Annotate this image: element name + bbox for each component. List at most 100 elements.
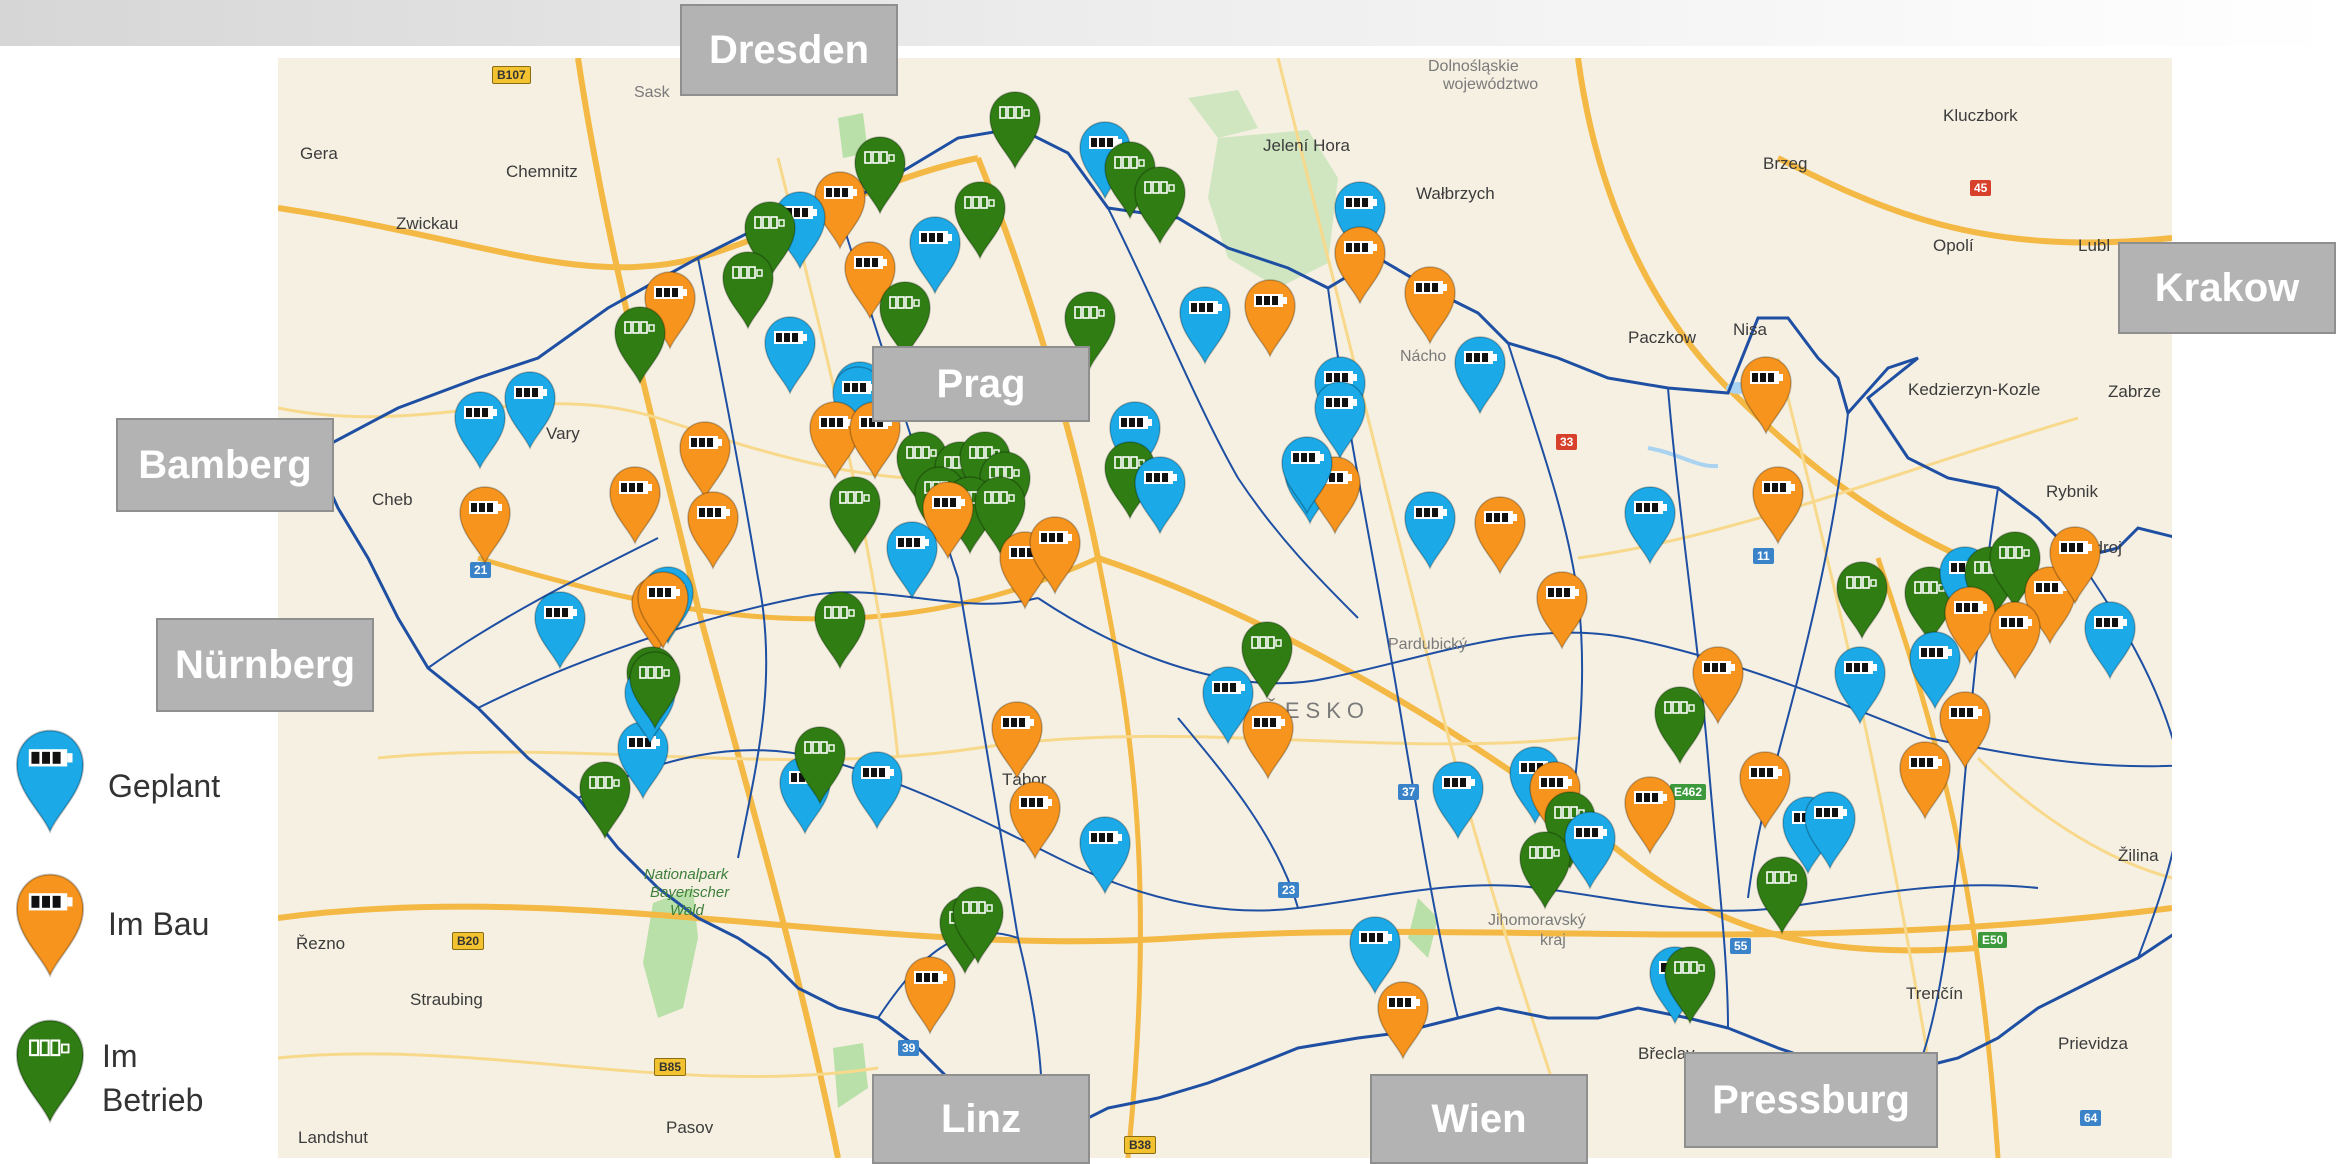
planned-site-marker[interactable] (1177, 285, 1233, 365)
map-label-pardubicky: Pardubický (1388, 636, 1468, 653)
planned-site-marker[interactable] (907, 215, 963, 295)
planned-site-marker[interactable] (532, 590, 588, 670)
planned-site-marker[interactable] (502, 370, 558, 450)
planned-site-marker[interactable] (1402, 490, 1458, 570)
planned-site-marker[interactable] (1332, 180, 1388, 260)
planned-site-marker[interactable] (849, 750, 905, 830)
planned-site-marker[interactable] (1279, 435, 1335, 515)
map-label-zabrze: Zabrze (2108, 382, 2161, 401)
operating-site-marker[interactable] (852, 135, 908, 215)
operating-site-marker[interactable] (950, 885, 1006, 965)
construction-site-marker[interactable] (1897, 740, 1953, 820)
construction-site-marker[interactable] (1402, 265, 1458, 345)
construction-site-marker[interactable] (1240, 700, 1296, 780)
planned-site-marker[interactable] (1077, 120, 1133, 200)
construction-site-marker[interactable] (677, 420, 733, 500)
operating-site-marker[interactable] (577, 760, 633, 840)
planned-site-marker[interactable] (830, 365, 886, 445)
map-label-kluczbork: Kluczbork (1943, 106, 2018, 125)
operating-site-marker[interactable] (987, 90, 1043, 170)
construction-site-marker[interactable] (1937, 690, 1993, 770)
road-badge-b85: B85 (654, 1058, 687, 1076)
city-box-bamberg[interactable]: Bamberg (116, 418, 334, 512)
planned-site-marker[interactable] (1312, 380, 1368, 460)
construction-site-marker[interactable] (1737, 750, 1793, 830)
construction-site-marker[interactable] (635, 570, 691, 650)
operating-site-marker[interactable] (972, 475, 1028, 555)
operating-site-marker[interactable] (1132, 165, 1188, 245)
construction-site-marker[interactable] (1242, 278, 1298, 358)
planned-site-marker[interactable] (1200, 665, 1256, 745)
construction-site-marker[interactable] (1987, 600, 2043, 680)
construction-site-marker[interactable] (1750, 465, 1806, 545)
legend-operating-icon (12, 1018, 88, 1124)
city-box-nuernberg[interactable]: Nürnberg (156, 618, 374, 712)
operating-site-marker[interactable] (612, 305, 668, 385)
construction-site-marker[interactable] (920, 480, 976, 560)
legend-construction-icon (12, 872, 88, 978)
construction-site-marker[interactable] (1738, 355, 1794, 435)
planned-site-marker[interactable] (884, 520, 940, 600)
construction-site-marker[interactable] (1690, 645, 1746, 725)
construction-site-marker[interactable] (1622, 775, 1678, 855)
operating-site-marker[interactable] (1239, 620, 1295, 700)
city-box-krakow[interactable]: Krakow (2118, 242, 2336, 334)
operating-site-marker[interactable] (627, 650, 683, 730)
construction-site-marker[interactable] (989, 700, 1045, 780)
construction-site-marker[interactable] (842, 240, 898, 320)
map-label-wald: Wald (670, 902, 704, 919)
construction-site-marker[interactable] (1007, 780, 1063, 860)
map-label-chemnitz: Chemnitz (506, 162, 578, 181)
planned-site-marker[interactable] (1907, 630, 1963, 710)
planned-site-marker[interactable] (1452, 335, 1508, 415)
city-box-pressburg[interactable]: Pressburg (1684, 1052, 1938, 1148)
planned-site-marker[interactable] (452, 390, 508, 470)
construction-site-marker[interactable] (457, 485, 513, 565)
planned-site-marker[interactable] (1622, 485, 1678, 565)
construction-site-marker[interactable] (607, 465, 663, 545)
map-label-walbrzych: Wałbrzych (1416, 184, 1495, 203)
road-badge-b38: B38 (1124, 1136, 1157, 1154)
operating-site-marker[interactable] (742, 200, 798, 280)
operating-site-marker[interactable] (1834, 560, 1890, 640)
planned-site-marker[interactable] (762, 315, 818, 395)
construction-site-marker[interactable] (1027, 515, 1083, 595)
construction-site-marker[interactable] (812, 170, 868, 250)
road-badge-e50: E50 (1978, 932, 2008, 948)
city-box-linz[interactable]: Linz (872, 1074, 1090, 1164)
operating-site-marker[interactable] (1754, 855, 1810, 935)
construction-site-marker[interactable] (1534, 570, 1590, 650)
operating-site-marker[interactable] (812, 590, 868, 670)
operating-site-marker[interactable] (877, 280, 933, 360)
city-box-wien[interactable]: Wien (1370, 1074, 1588, 1164)
operating-site-marker[interactable] (720, 250, 776, 330)
construction-site-marker[interactable] (1472, 495, 1528, 575)
planned-site-marker[interactable] (2082, 600, 2138, 680)
header-bar (0, 0, 2340, 46)
construction-site-marker[interactable] (642, 270, 698, 350)
construction-site-marker[interactable] (1332, 225, 1388, 305)
operating-site-marker[interactable] (1517, 830, 1573, 910)
planned-site-marker[interactable] (1107, 400, 1163, 480)
map-canvas[interactable]: Gera Chemnitz Zwickau Sask Jelení Hora W… (278, 58, 2172, 1158)
planned-site-marker[interactable] (1077, 815, 1133, 895)
planned-site-marker[interactable] (1347, 915, 1403, 995)
city-box-dresden[interactable]: Dresden (680, 4, 898, 96)
operating-site-marker[interactable] (827, 475, 883, 555)
operating-site-marker[interactable] (1062, 290, 1118, 370)
construction-site-marker[interactable] (1375, 980, 1431, 1060)
operating-site-marker[interactable] (952, 180, 1008, 260)
operating-site-marker[interactable] (1652, 685, 1708, 765)
planned-site-marker[interactable] (1562, 810, 1618, 890)
map-label-prievidza: Prievidza (2058, 1034, 2128, 1053)
construction-site-marker[interactable] (685, 490, 741, 570)
planned-site-marker[interactable] (1832, 645, 1888, 725)
city-box-prag[interactable]: Prag (872, 346, 1090, 422)
operating-site-marker[interactable] (1662, 945, 1718, 1025)
construction-site-marker[interactable] (2047, 525, 2103, 605)
planned-site-marker[interactable] (1132, 455, 1188, 535)
planned-site-marker[interactable] (1802, 790, 1858, 870)
planned-site-marker[interactable] (1430, 760, 1486, 840)
operating-site-marker[interactable] (792, 725, 848, 805)
construction-site-marker[interactable] (902, 955, 958, 1035)
